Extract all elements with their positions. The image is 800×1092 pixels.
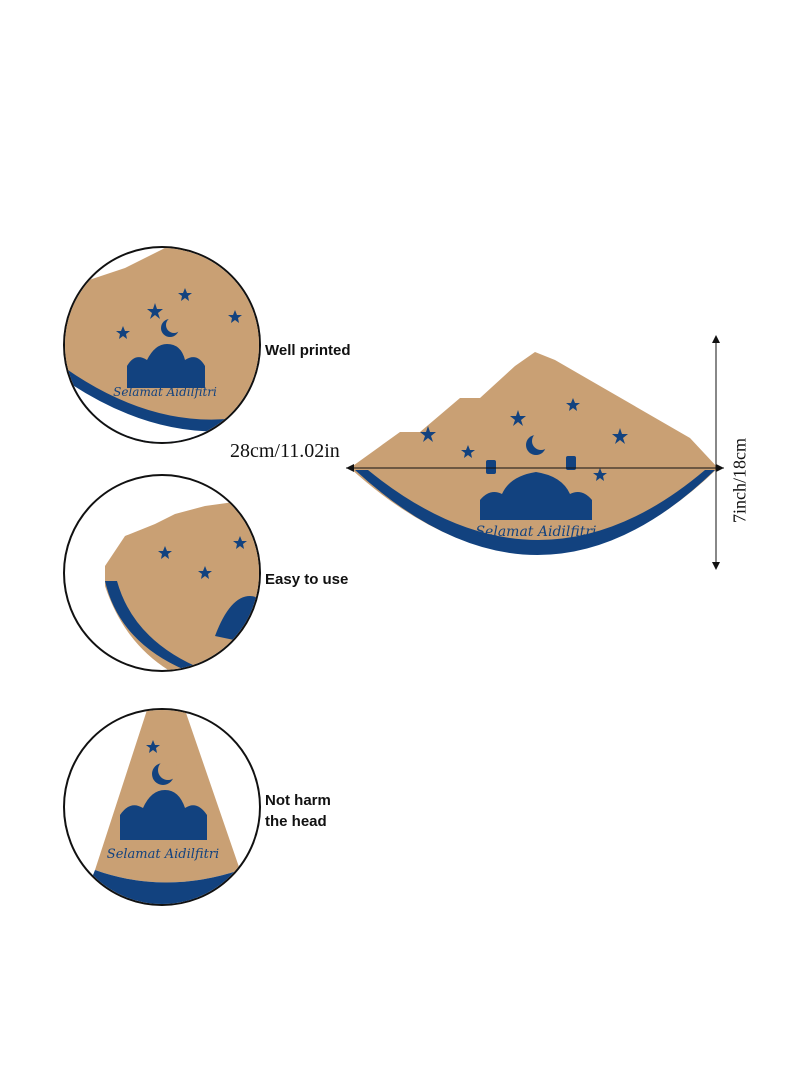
hat-closeup-edge (105, 498, 259, 670)
width-dimension-label: 28cm/11.02in (230, 440, 340, 462)
detail-circle-easy-to-use (63, 474, 261, 672)
hat-flat-product: Selamat Aidilfitri (346, 352, 724, 555)
feature-label-not-harm-head-1: Not harm (265, 792, 331, 809)
hat-closeup-top: Selamat Aidilfitri (65, 248, 259, 442)
hat-closeup-cone: Selamat Aidilfitri (81, 710, 254, 904)
detail-circle-not-harm-head: Selamat Aidilfitri (63, 708, 261, 906)
hat-printed-text: Selamat Aidilfitri (113, 385, 217, 399)
product-printed-text: Selamat Aidilfitri (475, 524, 596, 540)
height-dimension-label: 7inch/18cm (729, 438, 750, 523)
height-dimension-line (712, 335, 720, 570)
cone-printed-text: Selamat Aidilfitri (107, 847, 219, 862)
feature-label-easy-to-use: Easy to use (265, 571, 349, 588)
feature-label-not-harm-head-2: the head (265, 813, 327, 830)
detail-circle-well-printed: Selamat Aidilfitri (63, 246, 261, 444)
feature-label-well-printed: Well printed (265, 342, 351, 359)
